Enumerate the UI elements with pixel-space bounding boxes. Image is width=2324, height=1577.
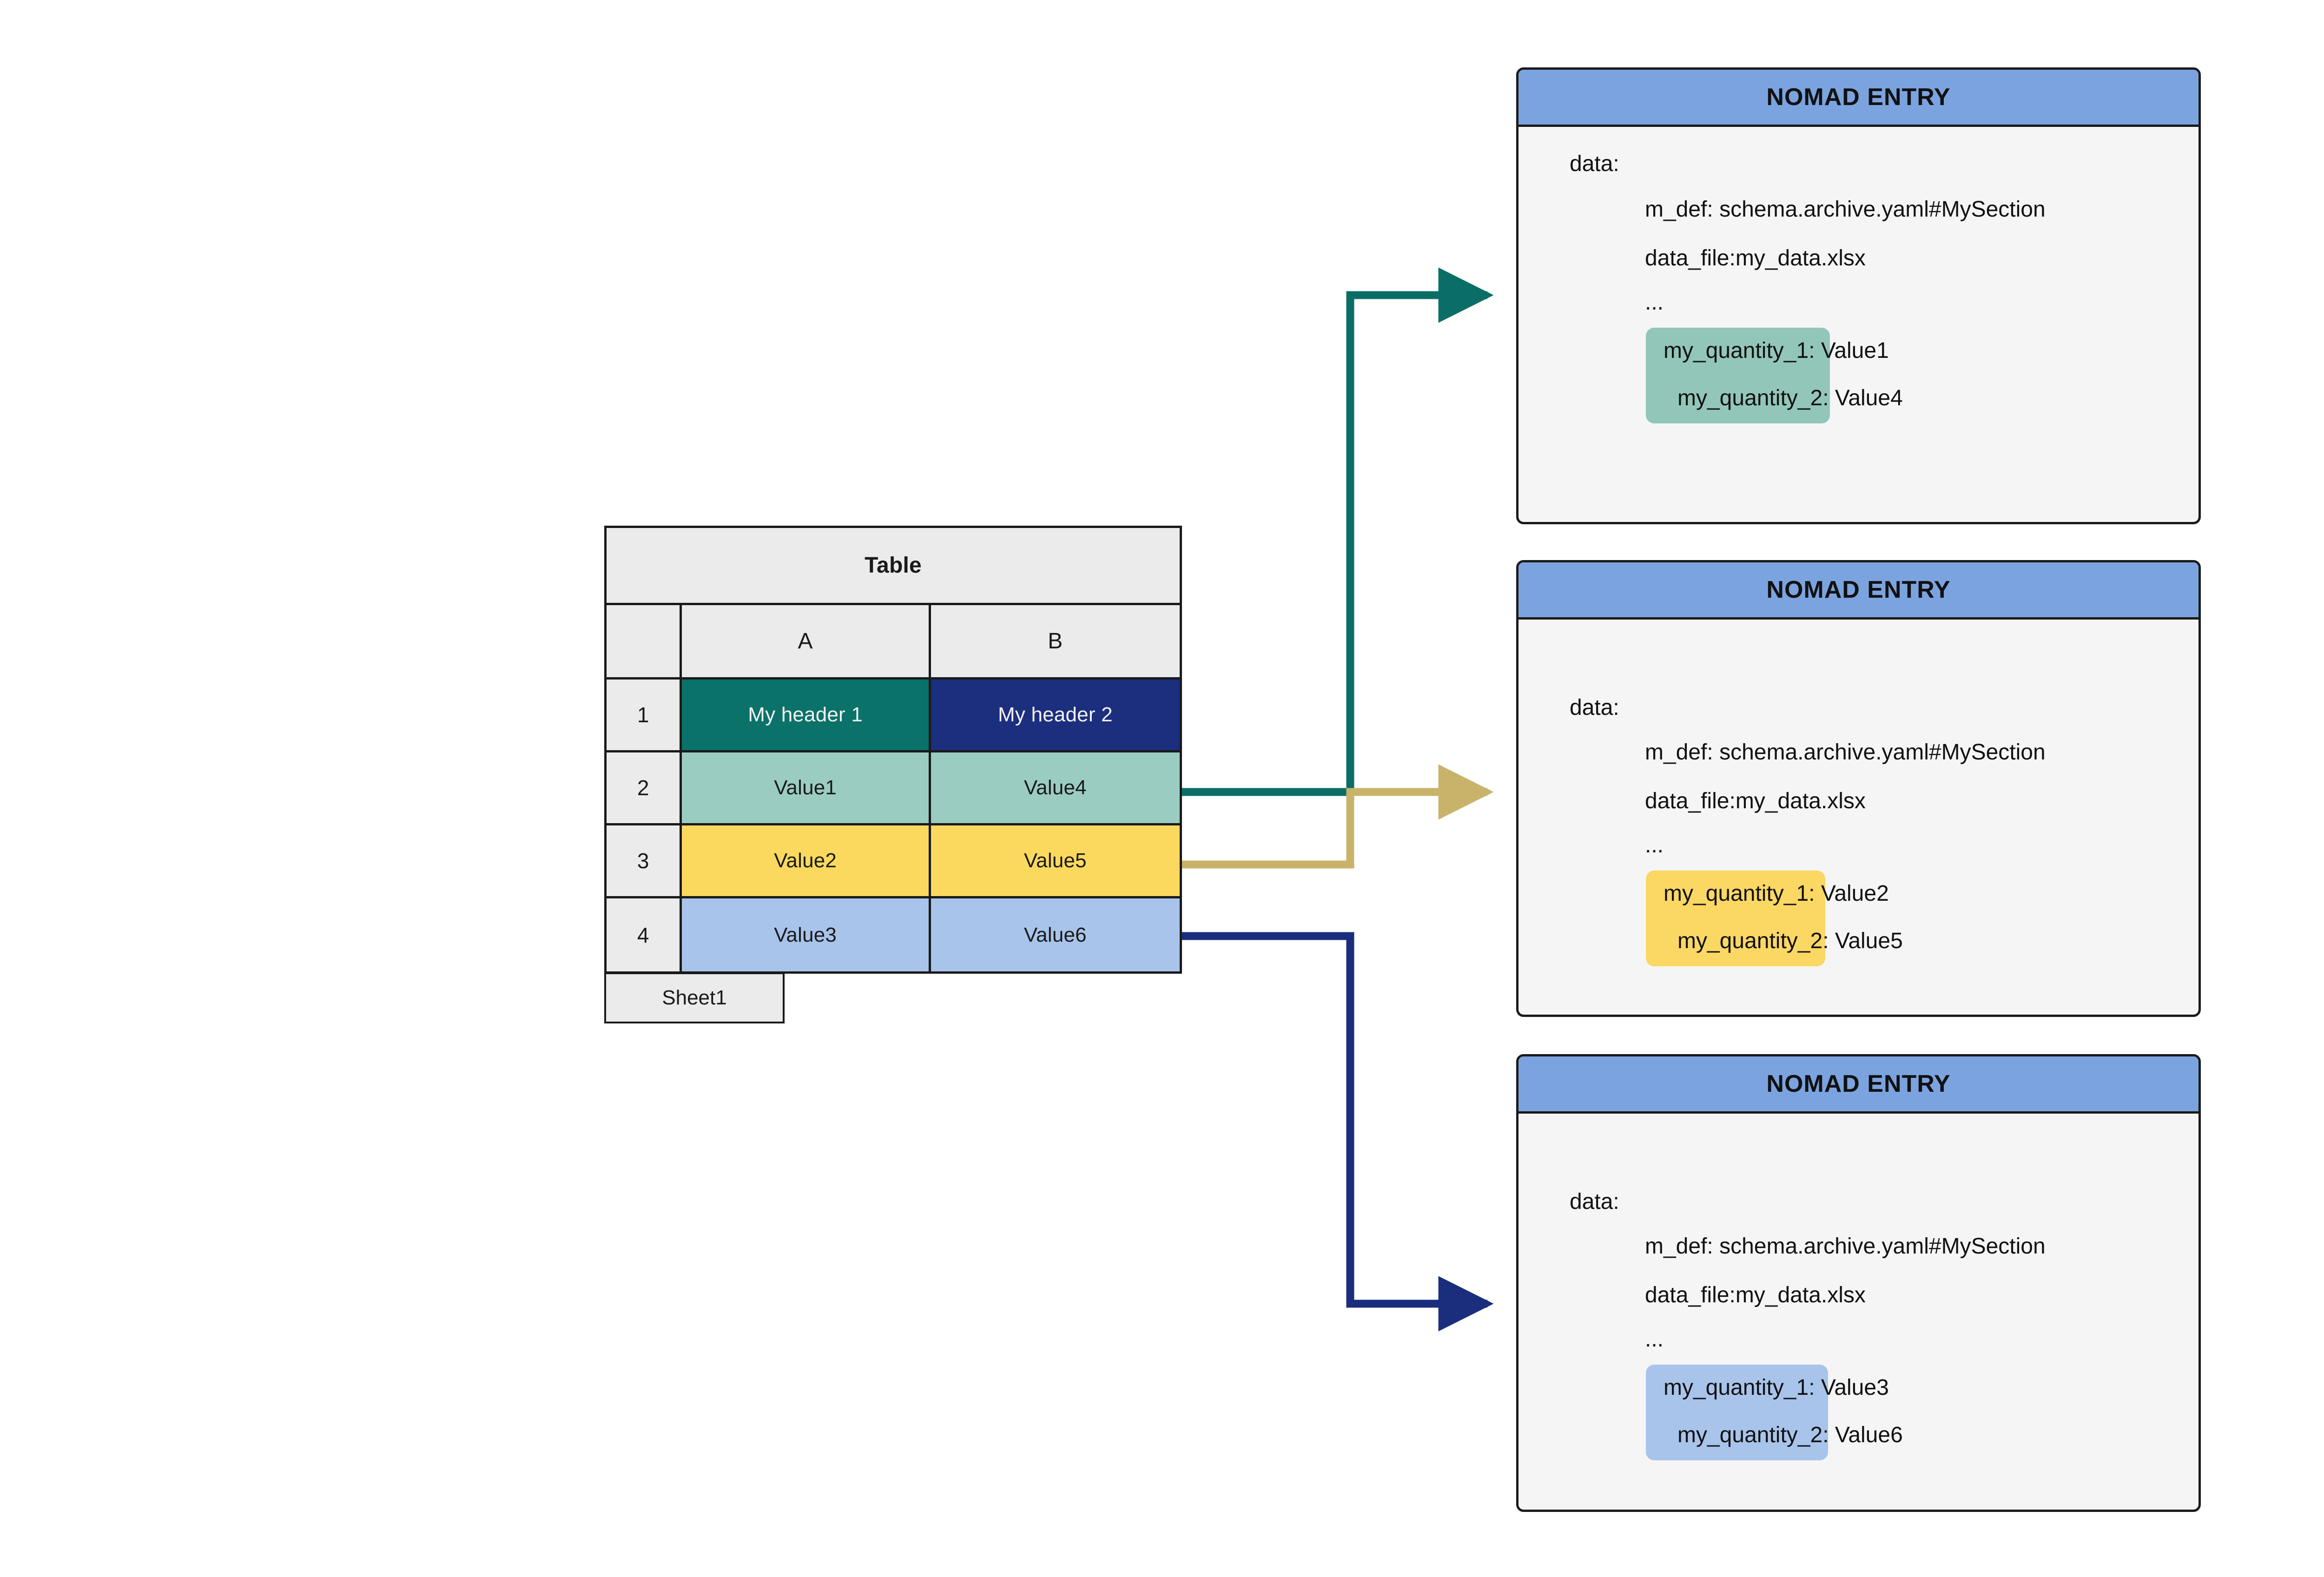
row-number-4: 4 [607, 898, 682, 971]
card-header-title: NOMAD ENTRY [1519, 70, 2199, 127]
yaml-root-key: data: [1570, 695, 1619, 720]
cell-b3[interactable]: Value5 [931, 825, 1180, 898]
card-body: data: m_def: schema.archive.yaml#MySecti… [1519, 127, 2199, 522]
yaml-ellipsis: ... [1645, 833, 1664, 858]
yaml-root-key: data: [1570, 152, 1619, 176]
cell-b2[interactable]: Value4 [931, 752, 1180, 825]
table-row: 2 Value1 Value4 [607, 752, 1180, 825]
quantity-1-line: my_quantity_1: Value3 [1664, 1375, 1889, 1400]
table-row: 4 Value3 Value6 [607, 898, 1180, 971]
card-header-title: NOMAD ENTRY [1519, 562, 2199, 620]
row-number-1: 1 [607, 680, 682, 752]
cell-a2[interactable]: Value1 [682, 752, 931, 825]
column-header-b: B [931, 605, 1180, 680]
quantity-2-line: my_quantity_2: Value4 [1677, 386, 1903, 410]
table-title-cell: Table [607, 528, 1180, 605]
cell-b1[interactable]: My header 2 [931, 680, 1180, 752]
card-body: data: m_def: schema.archive.yaml#MySecti… [1519, 620, 2199, 1015]
yaml-data-file: data_file:my_data.xlsx [1645, 789, 1866, 813]
connector-gold [1182, 764, 1494, 869]
spreadsheet-table: Table A B 1 My header 1 My header 2 2 Va… [604, 526, 1182, 974]
card-body: data: m_def: schema.archive.yaml#MySecti… [1519, 1114, 2199, 1510]
highlight-box-yellow: my_quantity_1: Value2 my_quantity_2: Val… [1646, 871, 1903, 966]
row-number-2: 2 [607, 752, 682, 825]
highlight-box-blue: my_quantity_1: Value3 my_quantity_2: Val… [1646, 1365, 1903, 1460]
yaml-data-file: data_file:my_data.xlsx [1645, 1283, 1866, 1307]
card-header-title: NOMAD ENTRY [1519, 1056, 2199, 1114]
sheet-tab-sheet1[interactable]: Sheet1 [604, 972, 785, 1023]
table-title-row: Table [607, 528, 1180, 605]
row-number-3: 3 [607, 825, 682, 898]
table-row: 1 My header 1 My header 2 [607, 680, 1180, 752]
yaml-m-def: m_def: schema.archive.yaml#MySection [1645, 740, 2046, 765]
nomad-entry-card-1: NOMAD ENTRY data: m_def: schema.archive.… [1516, 67, 2201, 524]
yaml-m-def: m_def: schema.archive.yaml#MySection [1645, 1234, 2046, 1259]
cell-a4[interactable]: Value3 [682, 898, 931, 971]
yaml-root-key: data: [1570, 1189, 1619, 1214]
cell-a1[interactable]: My header 1 [682, 680, 931, 752]
nomad-entry-card-2: NOMAD ENTRY data: m_def: schema.archive.… [1516, 560, 2201, 1017]
nomad-entry-card-3: NOMAD ENTRY data: m_def: schema.archive.… [1516, 1054, 2201, 1512]
yaml-ellipsis: ... [1645, 290, 1664, 315]
corner-cell [607, 605, 682, 680]
quantity-1-line: my_quantity_1: Value2 [1664, 881, 1889, 906]
quantity-2-line: my_quantity_2: Value6 [1677, 1423, 1903, 1447]
highlight-box-mint: my_quantity_1: Value1 my_quantity_2: Val… [1646, 328, 1903, 423]
yaml-m-def: m_def: schema.archive.yaml#MySection [1645, 197, 2046, 222]
column-header-a: A [682, 605, 931, 680]
quantity-2-line: my_quantity_2: Value5 [1677, 929, 1903, 953]
cell-a3[interactable]: Value2 [682, 825, 931, 898]
connector-navy [1182, 932, 1494, 1332]
yaml-ellipsis: ... [1645, 1327, 1664, 1352]
connector-teal [1182, 267, 1494, 796]
cell-b4[interactable]: Value6 [931, 898, 1180, 971]
column-header-row: A B [607, 605, 1180, 680]
quantity-1-line: my_quantity_1: Value1 [1664, 338, 1889, 363]
yaml-data-file: data_file:my_data.xlsx [1645, 246, 1866, 271]
table-row: 3 Value2 Value5 [607, 825, 1180, 898]
